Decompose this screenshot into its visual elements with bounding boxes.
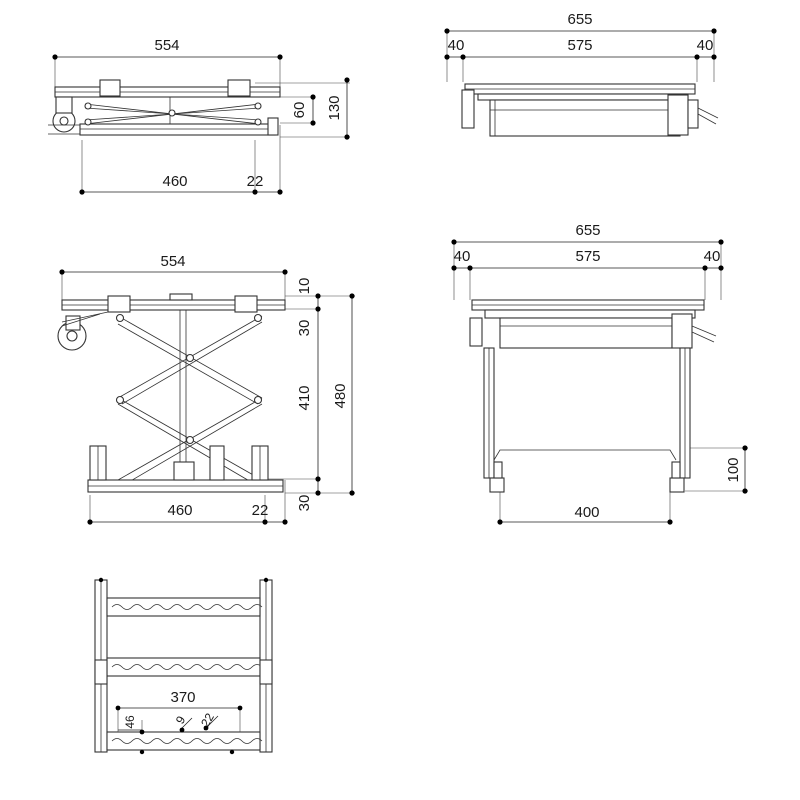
view-side-collapsed: 554 460 22 60 130 bbox=[48, 37, 350, 195]
view-top-base: 370 46 9 22 bbox=[94, 577, 273, 755]
dim-overall-height: 480 bbox=[332, 383, 349, 408]
dim-base-width: 400 bbox=[574, 504, 599, 521]
dim-overall-width: 655 bbox=[575, 222, 600, 239]
dim-offset: 22 bbox=[247, 173, 264, 190]
dim-upper-gap: 30 bbox=[296, 320, 313, 337]
dim-right-margin: 40 bbox=[697, 37, 714, 54]
dim-lower-length: 460 bbox=[162, 173, 187, 190]
dim-base-height: 100 bbox=[725, 457, 742, 482]
dim-overall-width: 554 bbox=[160, 253, 185, 270]
dim-height-total: 130 bbox=[326, 95, 343, 120]
view-side-extended: 554 460 22 10 30 410 30 480 bbox=[57, 253, 355, 525]
dim-overall-width: 655 bbox=[567, 11, 592, 28]
dim-height-inner: 60 bbox=[291, 102, 308, 119]
dim-scissor-height: 410 bbox=[296, 385, 313, 410]
dim-offset: 22 bbox=[252, 502, 269, 519]
dim-left-margin: 40 bbox=[454, 248, 471, 265]
dim-top-thickness: 10 bbox=[296, 278, 313, 295]
dim-center-width: 575 bbox=[575, 248, 600, 265]
view-front-extended: 655 40 575 40 400 100 bbox=[451, 222, 748, 525]
view-front-collapsed: 655 40 575 40 bbox=[444, 11, 719, 137]
dim-lower-gap: 30 bbox=[296, 495, 313, 512]
dim-hole-b: 22 bbox=[198, 710, 217, 729]
dim-left-margin: 40 bbox=[448, 37, 465, 54]
dim-edge-offset: 46 bbox=[123, 715, 137, 729]
dim-center-width: 575 bbox=[567, 37, 592, 54]
dim-overall-width: 554 bbox=[154, 37, 179, 54]
dim-right-margin: 40 bbox=[704, 248, 721, 265]
dim-lower-length: 460 bbox=[167, 502, 192, 519]
dim-hole-span: 370 bbox=[170, 689, 195, 706]
